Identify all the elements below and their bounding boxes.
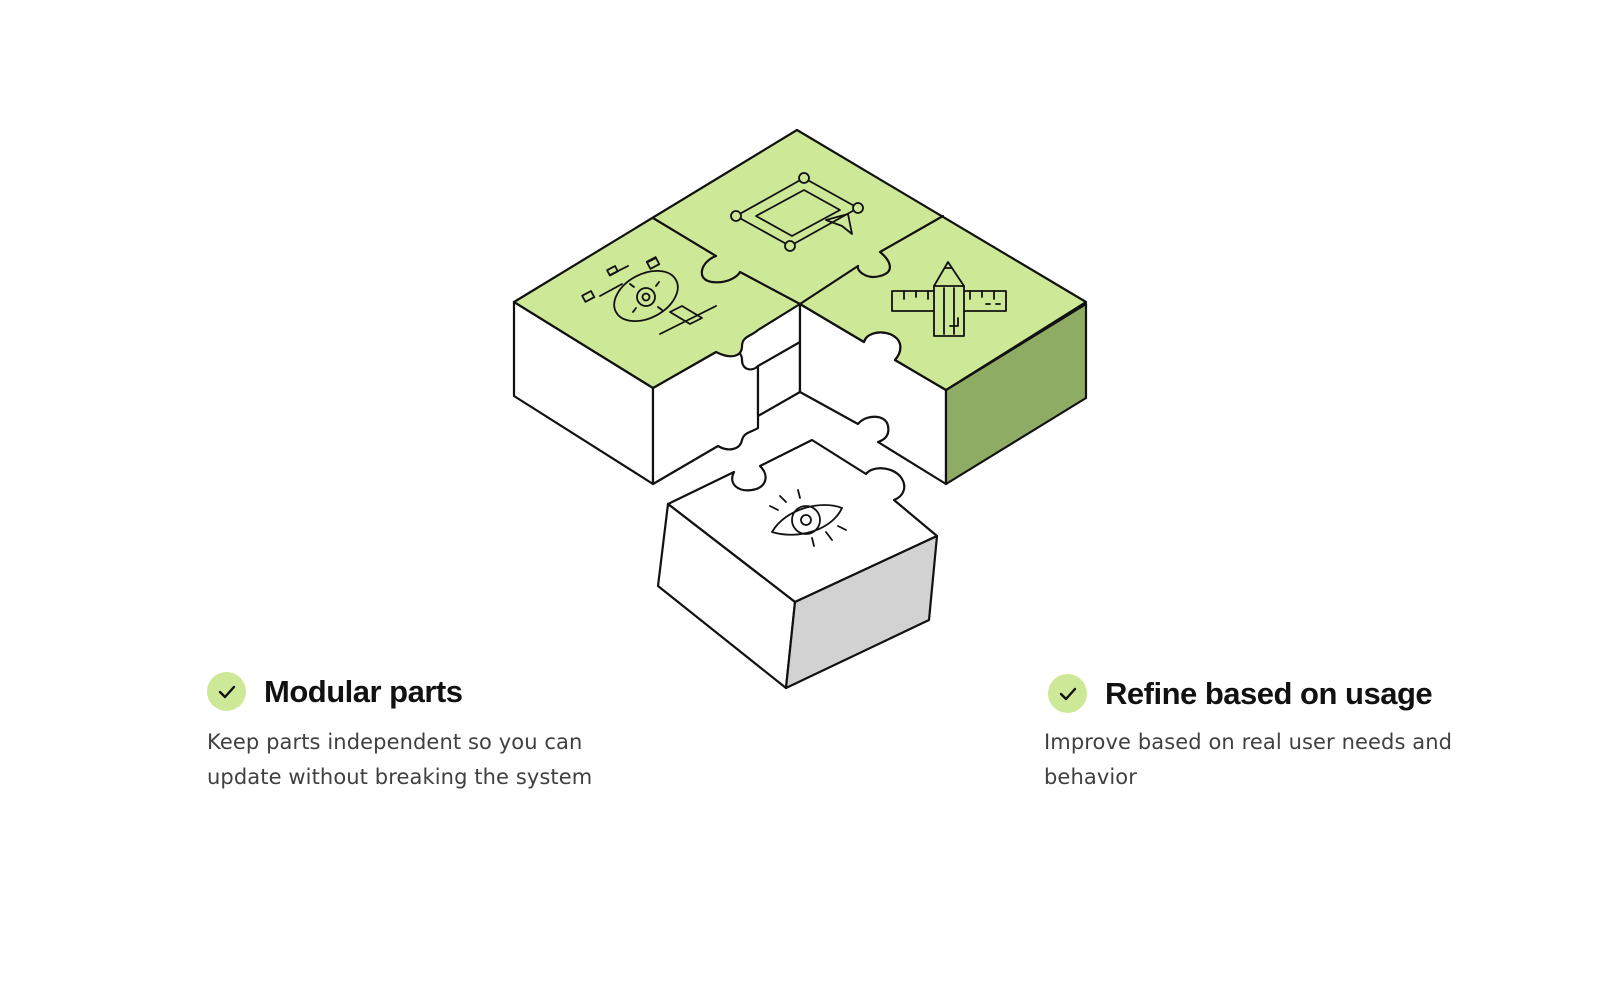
feature-title: Modular parts <box>264 673 463 709</box>
puzzle-illustration <box>512 128 1088 690</box>
check-mark-glyph <box>218 685 235 698</box>
idea-gear-bulb-icon <box>581 256 717 335</box>
frame-select-cursor-icon <box>730 172 864 252</box>
feature-description: Keep parts independent so you can update… <box>207 730 593 789</box>
feature-refine-based-on-usage: Refine based on usage Improve based on r… <box>1044 674 1564 795</box>
puzzle-piece-detached <box>656 438 939 690</box>
feature-header: Modular parts <box>207 672 667 711</box>
check-mark-glyph <box>1059 687 1076 700</box>
eye-icon <box>769 489 847 547</box>
check-icon <box>207 672 246 711</box>
check-icon <box>1048 674 1087 713</box>
pencil-ruler-icon <box>891 261 1007 337</box>
feature-header: Refine based on usage <box>1048 674 1564 713</box>
feature-modular-parts: Modular parts Keep parts independent so … <box>207 672 667 795</box>
feature-description: Improve based on real user needs and beh… <box>1044 730 1453 789</box>
feature-title: Refine based on usage <box>1105 675 1433 711</box>
